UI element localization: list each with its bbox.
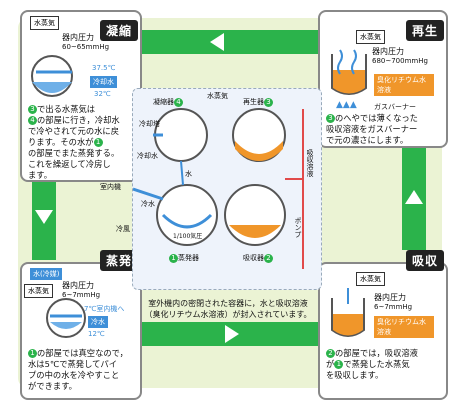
condense-title: 凝縮 <box>100 20 139 41</box>
indoor-unit-label: 室内機 <box>100 183 121 191</box>
absorb-solution-label: 臭化リチウム水溶液 <box>374 316 434 338</box>
cool-temp-in: 37.5℃ <box>92 64 116 72</box>
pressure-note: 1/100気圧 <box>173 233 203 240</box>
pump-label: ポンプ <box>294 217 302 238</box>
regenerate-vapor-label: 水蒸気 <box>356 30 385 44</box>
regenerate-vessel-icon <box>331 49 367 95</box>
regenerate-title: 再生 <box>406 20 445 41</box>
burner-label: ガスバーナー <box>374 103 416 111</box>
center-cooling-water-label: 冷却水 <box>137 152 158 160</box>
evaporate-temp: 12℃ <box>88 330 105 338</box>
regenerate-pressure-range: 680~700mmHg <box>372 57 428 65</box>
top-pipe <box>130 30 320 54</box>
regenerate-card: 再生 水蒸気 器内圧力 680~700mmHg 臭化リチウム水溶液 ▲▲▲ ガス… <box>318 10 448 148</box>
absorb-solution-vertical: 吸収溶液 <box>306 149 314 177</box>
regenerate-solution-label: 臭化リチウム水溶液 <box>374 74 434 96</box>
condense-vessel-icon <box>31 55 73 97</box>
evaporate-card: 蒸発 水(冷媒) 水蒸気 器内圧力 6~7mmHg 7℃室内機へ 冷水 12℃ … <box>20 250 142 400</box>
evaporate-cold-water-label: 冷水 <box>88 316 108 328</box>
cool-temp-out: 32℃ <box>94 90 111 98</box>
left-arrow-icon <box>35 210 53 224</box>
machine-piping <box>133 108 304 269</box>
condense-vapor-label: 水蒸気 <box>30 16 59 30</box>
absorb-pressure-range: 6~7mmHg <box>374 303 413 311</box>
absorb-pressure: 器内圧力 <box>374 293 406 302</box>
bottom-arrow-icon <box>225 325 239 343</box>
condense-pressure-range: 60~65mmHg <box>62 43 110 51</box>
center-water-label: 水 <box>185 170 192 178</box>
cool-water-label: 冷却水 <box>90 76 117 88</box>
right-arrow-icon <box>405 190 423 204</box>
absorb-title: 吸収 <box>406 250 445 271</box>
absorb-vessel-icon <box>331 288 365 337</box>
cooling-tower-label: 冷却塔 <box>139 120 160 128</box>
evaporate-pressure-range: 6~7mmHg <box>62 291 101 299</box>
burner-flame-icon: ▲▲▲ <box>336 100 357 110</box>
evaporate-pipe-label: 7℃室内機へ <box>84 305 125 313</box>
cold-air-label: 冷風 <box>116 225 130 233</box>
top-arrow-icon <box>210 33 224 51</box>
absorb-vapor-label: 水蒸気 <box>356 272 385 286</box>
evaporate-water-label: 水(冷媒) <box>30 268 63 280</box>
condense-pressure: 器内圧力 <box>62 33 94 42</box>
regenerate-pressure: 器内圧力 <box>372 47 404 56</box>
evaporate-vessel-icon <box>46 298 86 338</box>
evaporate-pressure: 器内圧力 <box>62 281 94 290</box>
system-note: 室外機内の密閉された容器に，水と吸収溶液 （臭化リチウム水溶液）が封入されていま… <box>144 299 312 319</box>
evaporate-title: 蒸発 <box>100 250 139 271</box>
center-cold-water-label: 冷水 <box>141 200 155 208</box>
evaporate-vapor-label: 水蒸気 <box>24 284 53 298</box>
center-vapor-label: 水蒸気 <box>207 92 228 100</box>
